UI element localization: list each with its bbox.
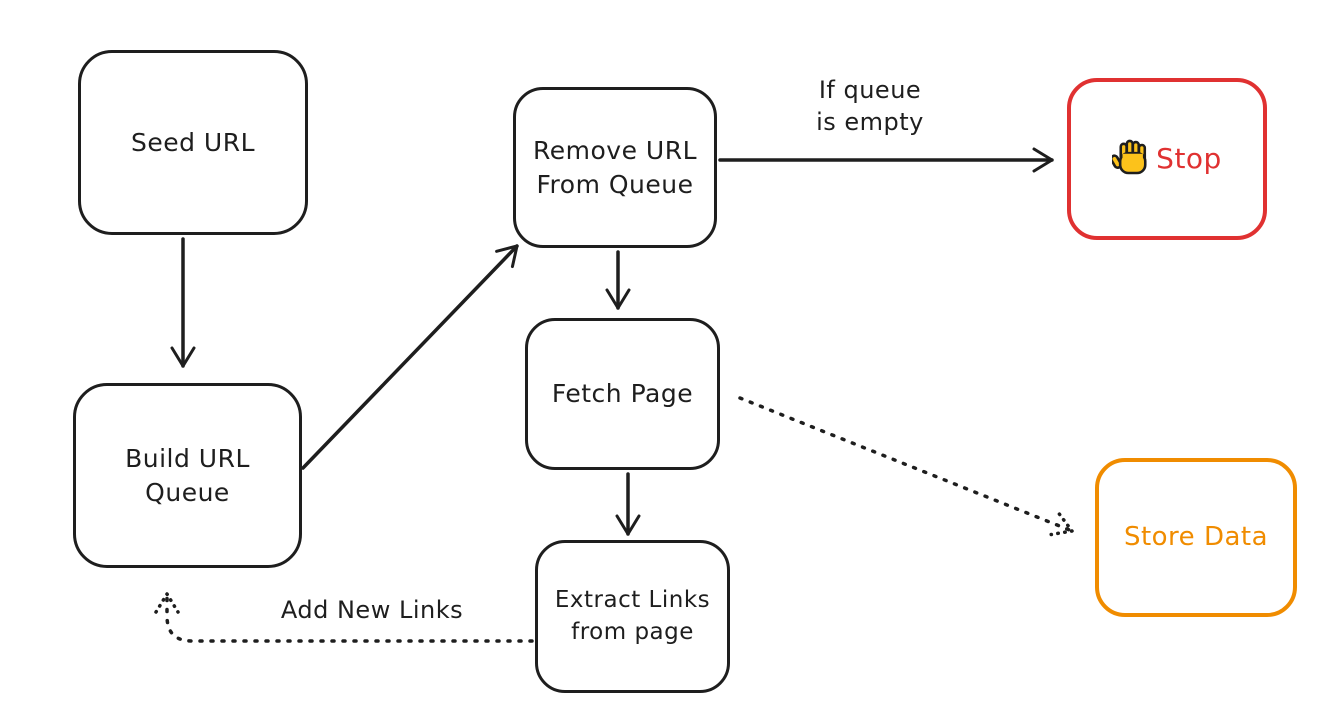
node-extract-links-label: Extract Links from page: [554, 587, 711, 645]
node-stop-label: Stop: [1156, 142, 1222, 176]
node-seed-url-label: Seed URL: [130, 127, 256, 157]
raised-hand-icon: [1112, 139, 1147, 175]
stop-content: Stop: [1112, 138, 1222, 180]
node-seed-url: Seed URL: [78, 50, 308, 235]
node-build-url-queue-label: Build URL Queue: [125, 443, 250, 507]
node-fetch-page-label: Fetch Page: [551, 379, 694, 409]
edge-label-if-queue-is-empty: If queue is empty: [816, 76, 924, 137]
node-build-url-queue: Build URL Queue: [73, 383, 302, 568]
edge-fetch-page-to-store-data-dotted: [738, 396, 1072, 531]
node-store-data-label: Store Data: [1123, 521, 1269, 552]
node-fetch-page: Fetch Page: [525, 318, 720, 470]
node-stop: Stop: [1067, 78, 1267, 240]
node-store-data: Store Data: [1095, 458, 1297, 617]
node-remove-url-from-queue-label: Remove URL From Queue: [533, 135, 697, 199]
node-remove-url-from-queue: Remove URL From Queue: [513, 87, 717, 248]
edge-build-queue-to-remove-url: [301, 244, 519, 470]
node-extract-links: Extract Links from page: [535, 540, 730, 693]
edge-label-add-new-links: Add New Links: [280, 596, 464, 624]
edge-extract-links-to-build-queue-dotted: [167, 594, 534, 643]
